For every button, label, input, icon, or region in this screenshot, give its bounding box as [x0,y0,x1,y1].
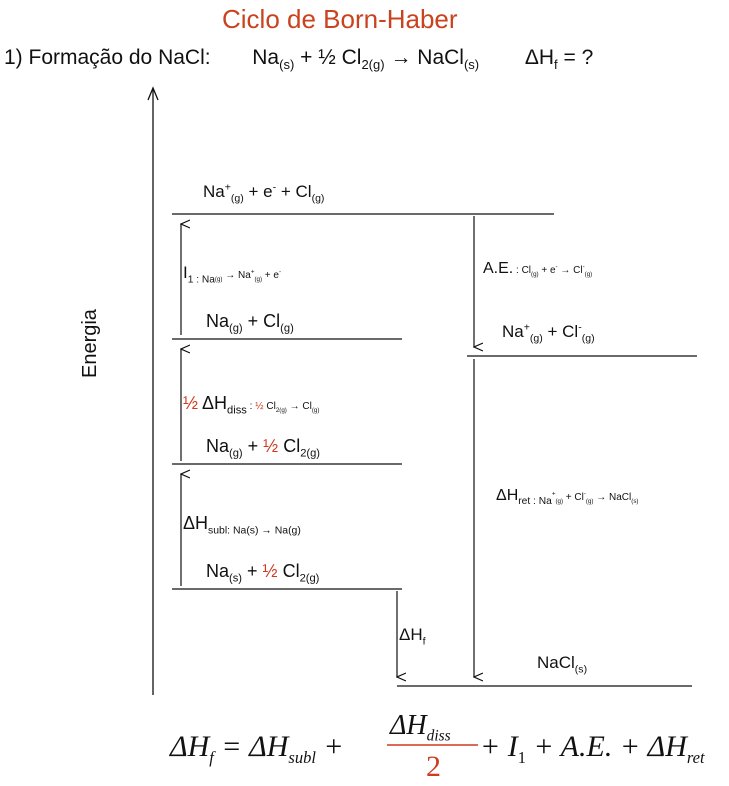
level-ions-label: Na+(g) + Cl-(g) [502,321,595,345]
product-nacl: NaCl [417,46,464,69]
formula-left: ΔHf = ΔHsubl + [170,730,344,767]
formula-denominator: 2 [426,750,441,783]
product-nacl-state: (s) [463,57,480,73]
reactant-cl2-state: 2(g) [361,57,385,73]
level-na-cl-g-label: Na(g) + Cl(g) [206,311,294,335]
formula-right: + I1 + A.E. + ΔHret [480,730,705,767]
reaction-equation: 1) Formação do NaCl: Na(s) + ½ Cl2(g) → … [4,46,594,71]
level-na-s-half-cl2-label: Na(s) + ½ Cl2(g) [206,561,320,585]
reaction-arrow-icon: → [390,46,412,69]
energy-axis-arrowhead [147,86,159,101]
reactant-na-state: (s) [279,57,295,73]
dissociation-step-label: ½ ΔHdiss : ½ Cl2(g) → Cl(g) [183,393,320,417]
reactant-cl2: + ½ Cl [300,46,362,69]
formula-numerator: ΔHdiss [390,710,451,745]
page-title: Ciclo de Born-Haber [222,4,458,34]
formation-step-label: ΔHf [399,625,426,648]
reaction-dh-unknown: = ? [563,46,594,69]
reaction-label: 1) Formação do NaCl: [4,46,211,69]
electron-affinity-step-label: A.E. : Cl(g) + e- → Cl-(g) [483,260,593,278]
level-nacl-s-label: NaCl(s) [537,653,588,676]
reaction-dh: ΔH [524,46,555,69]
level-top-label: Na+(g) + e- + Cl(g) [203,181,325,205]
reactant-na: Na [252,46,280,69]
sublimation-step-label: ΔHsubl: Na(s) → Na(g) [183,513,301,537]
energy-axis-label: Energia [79,309,101,378]
level-na-g-half-cl2-label: Na(g) + ½ Cl2(g) [206,436,321,460]
lattice-step-label: ΔHret : Na+(g) + Cl-(g) → NaCl(s) [496,487,639,508]
reaction-dh-sub: f [554,57,558,73]
ionization-step-label: I1 : Na(g) → Na+(g) + e- [183,263,282,286]
